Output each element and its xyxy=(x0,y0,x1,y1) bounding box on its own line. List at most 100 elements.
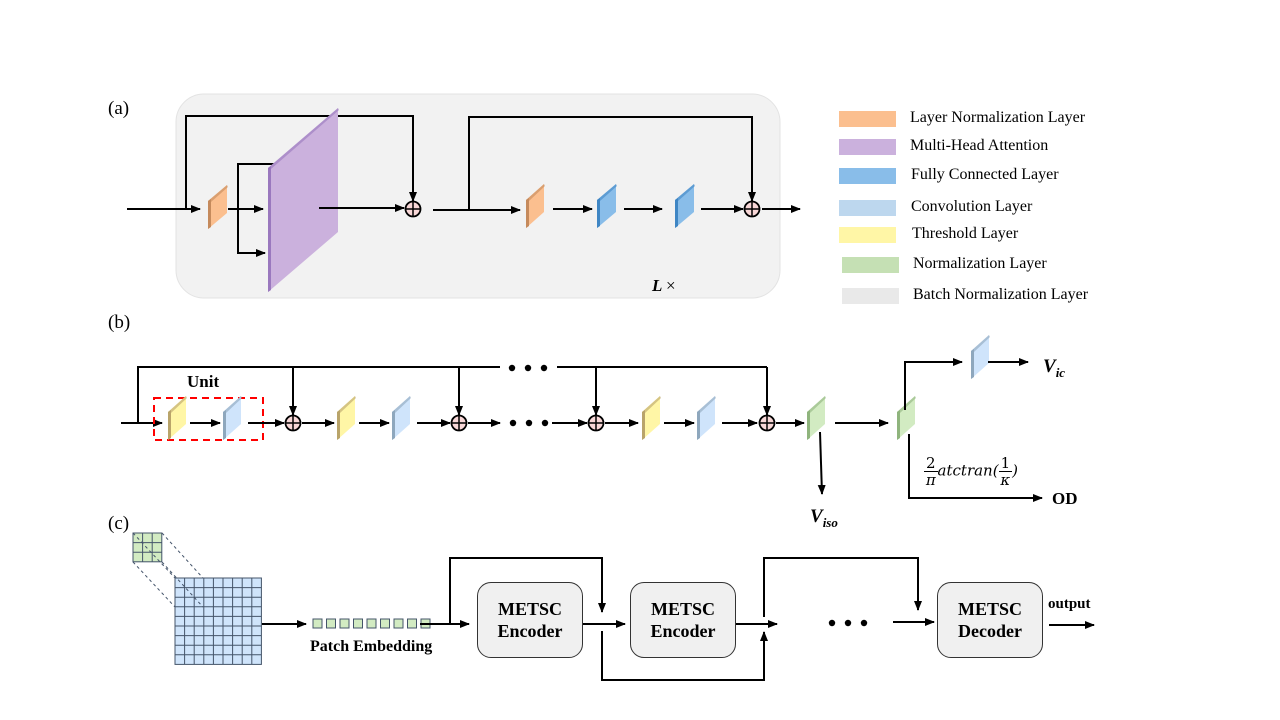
threshold-layer-1-face xyxy=(168,396,186,440)
coef-denominator: π xyxy=(925,471,936,489)
residual-sum-1 xyxy=(404,200,422,218)
metsc-encoder-2: METSC Encoder xyxy=(630,582,736,658)
layer-norm-1-top-edge xyxy=(208,185,228,202)
layer-norm-2 xyxy=(526,184,545,228)
projection-dashed-line-1 xyxy=(161,532,204,579)
fully-connected-2-face xyxy=(675,184,694,228)
legend-swatch-conv xyxy=(839,200,896,216)
conv-output-layer-face xyxy=(971,335,989,379)
threshold-layer-1 xyxy=(168,396,187,440)
conv-output-layer-top-edge xyxy=(971,335,990,352)
embedding-token xyxy=(339,618,350,629)
arg-denominator: κ xyxy=(1000,471,1011,489)
legend-label-threshold: Threshold Layer xyxy=(912,225,1019,242)
ellipsis-dot xyxy=(509,419,517,427)
normalization-layer-1-face xyxy=(807,396,825,440)
layer-norm-2-edge xyxy=(526,198,529,228)
layer-norm-1-face xyxy=(208,185,227,229)
legend-label-layer-norm: Layer Normalization Layer xyxy=(910,109,1086,126)
legend-label-norm: Normalization Layer xyxy=(913,255,1047,272)
threshold-layer-3-top-edge xyxy=(642,396,661,413)
layer-norm-1 xyxy=(208,185,228,229)
legend-swatch-fc xyxy=(839,168,896,184)
conv-layer-3-top-edge xyxy=(697,396,716,413)
conv-layer-1-face xyxy=(223,396,241,440)
embedding-token xyxy=(393,618,404,629)
input-image-grid-frame xyxy=(174,577,262,665)
conv-output-layer-edge xyxy=(971,349,974,379)
embedding-token xyxy=(312,618,323,629)
fully-connected-1-face xyxy=(597,184,616,228)
repeat-variable: L xyxy=(652,276,662,295)
legend-swatch-layer-norm xyxy=(839,111,896,127)
legend-swatch-batch-norm xyxy=(842,288,899,304)
metsc-encoder-1: METSC Encoder xyxy=(477,582,583,658)
to-conv-output xyxy=(904,358,963,410)
skip-ellipsis xyxy=(508,364,548,372)
pipeline-ellipsis xyxy=(828,619,868,627)
embedding-token xyxy=(380,618,390,629)
ellipsis-dot xyxy=(828,619,836,627)
legend-swatch-mha xyxy=(839,139,896,155)
to-mha-key xyxy=(237,209,266,257)
conv-layer-2 xyxy=(392,396,411,440)
legend-swatch-threshold xyxy=(839,227,896,243)
embedding-token xyxy=(407,618,417,629)
repeat-symbol: × xyxy=(666,276,676,295)
conv-layer-3-face xyxy=(697,396,715,440)
ellipsis-dot xyxy=(540,364,548,372)
conv-layer-1-edge xyxy=(223,410,226,440)
panel-a-transformer-block xyxy=(127,93,801,299)
patch-embedding-label: Patch Embedding xyxy=(310,638,433,655)
legend-label-conv: Convolution Layer xyxy=(911,198,1033,215)
conv-layer-2-top-edge xyxy=(392,396,411,413)
residual-sum-2 xyxy=(743,200,761,218)
panel-label-c: (c) xyxy=(108,513,130,534)
residual-skip-1 xyxy=(185,115,417,209)
conv-layer-3 xyxy=(697,396,716,440)
projection-dashed-line-4 xyxy=(132,532,176,579)
ellipsis-dot xyxy=(508,364,516,372)
multi-head-attention-top-edge xyxy=(268,108,339,169)
viso-subscript: iso xyxy=(822,514,838,530)
threshold-layer-1-edge xyxy=(168,410,171,440)
unit-label: Unit xyxy=(187,372,220,391)
skip-over-ellipsis xyxy=(763,557,922,617)
conv-layer-1 xyxy=(223,396,242,440)
block-subtitle: Encoder xyxy=(650,621,716,641)
panel-label-b: (b) xyxy=(108,312,131,333)
normalization-layer-2 xyxy=(897,396,916,440)
main-ellipsis xyxy=(509,419,549,427)
arg-numerator: 1 xyxy=(998,454,1013,472)
panel-b-residual-network xyxy=(121,335,1043,502)
legend-swatch-norm xyxy=(842,257,899,273)
repeat-count-label: L × xyxy=(652,276,676,296)
conv-layer-2-edge xyxy=(392,410,395,440)
threshold-layer-2-top-edge xyxy=(337,396,356,413)
coef-numerator: 2 xyxy=(924,454,938,472)
ellipsis-dot xyxy=(524,364,532,372)
residual-skip-2 xyxy=(468,116,756,210)
output-viso-label: Viso xyxy=(810,506,838,531)
fully-connected-1 xyxy=(597,184,617,228)
normalization-layer-2-top-edge xyxy=(897,396,916,413)
ellipsis-dot xyxy=(844,619,852,627)
threshold-layer-2 xyxy=(337,396,356,440)
panel-label-a: (a) xyxy=(108,98,130,119)
embedding-token xyxy=(353,618,363,629)
threshold-layer-2-face xyxy=(337,396,355,440)
to-mha-query xyxy=(237,160,288,209)
formula-function: atctran( xyxy=(937,461,999,480)
projection-dashed-line-3 xyxy=(161,561,204,608)
sum-node-2 xyxy=(450,414,468,432)
embedding-token xyxy=(366,618,377,629)
ellipsis-dot xyxy=(541,419,549,427)
threshold-layer-2-edge xyxy=(337,410,340,440)
normalization-layer-2-edge xyxy=(897,410,900,440)
block-title: METSC xyxy=(497,599,562,619)
formula-close: ) xyxy=(1012,461,1018,480)
input-image-grid xyxy=(174,577,262,665)
